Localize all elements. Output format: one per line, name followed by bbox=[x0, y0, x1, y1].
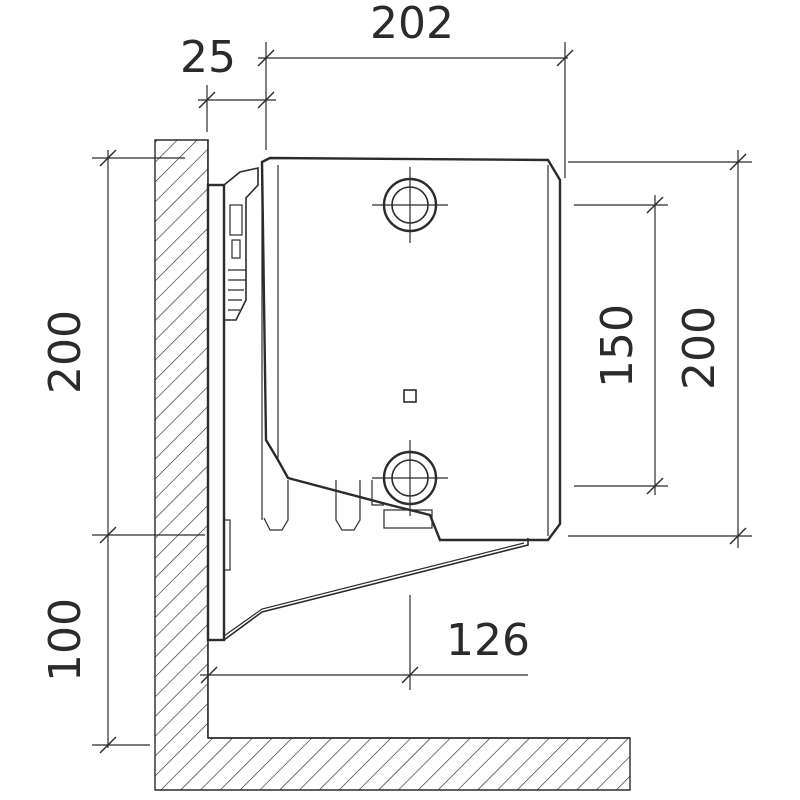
floor-clearance-label: 100 bbox=[40, 598, 91, 682]
dimension-right-height: 200 bbox=[568, 150, 752, 548]
wall-bracket-plate bbox=[206, 167, 259, 642]
dimension-bracket-depth: 126 bbox=[200, 595, 530, 690]
dimension-wall-gap: 25 bbox=[180, 32, 276, 132]
dimension-left-height: 200 bbox=[40, 149, 205, 754]
lower-pipe-connection bbox=[372, 440, 448, 516]
upper-pipe-connection bbox=[372, 167, 448, 243]
top-width-label: 202 bbox=[370, 0, 454, 49]
air-vent-icon bbox=[403, 389, 417, 403]
wall-gap-label: 25 bbox=[180, 32, 236, 83]
dimension-top-width: 202 bbox=[257, 0, 574, 178]
dimension-pipe-spacing: 150 bbox=[574, 195, 668, 495]
support-bracket bbox=[223, 538, 529, 641]
right-height-label: 200 bbox=[674, 306, 725, 390]
bracket-depth-label: 126 bbox=[446, 615, 530, 666]
left-height-label: 200 bbox=[40, 310, 91, 394]
wall bbox=[154, 139, 631, 791]
pipe-spacing-label: 150 bbox=[592, 304, 643, 388]
radiator-body bbox=[260, 156, 562, 542]
dimension-floor-clearance: 100 bbox=[40, 598, 91, 682]
